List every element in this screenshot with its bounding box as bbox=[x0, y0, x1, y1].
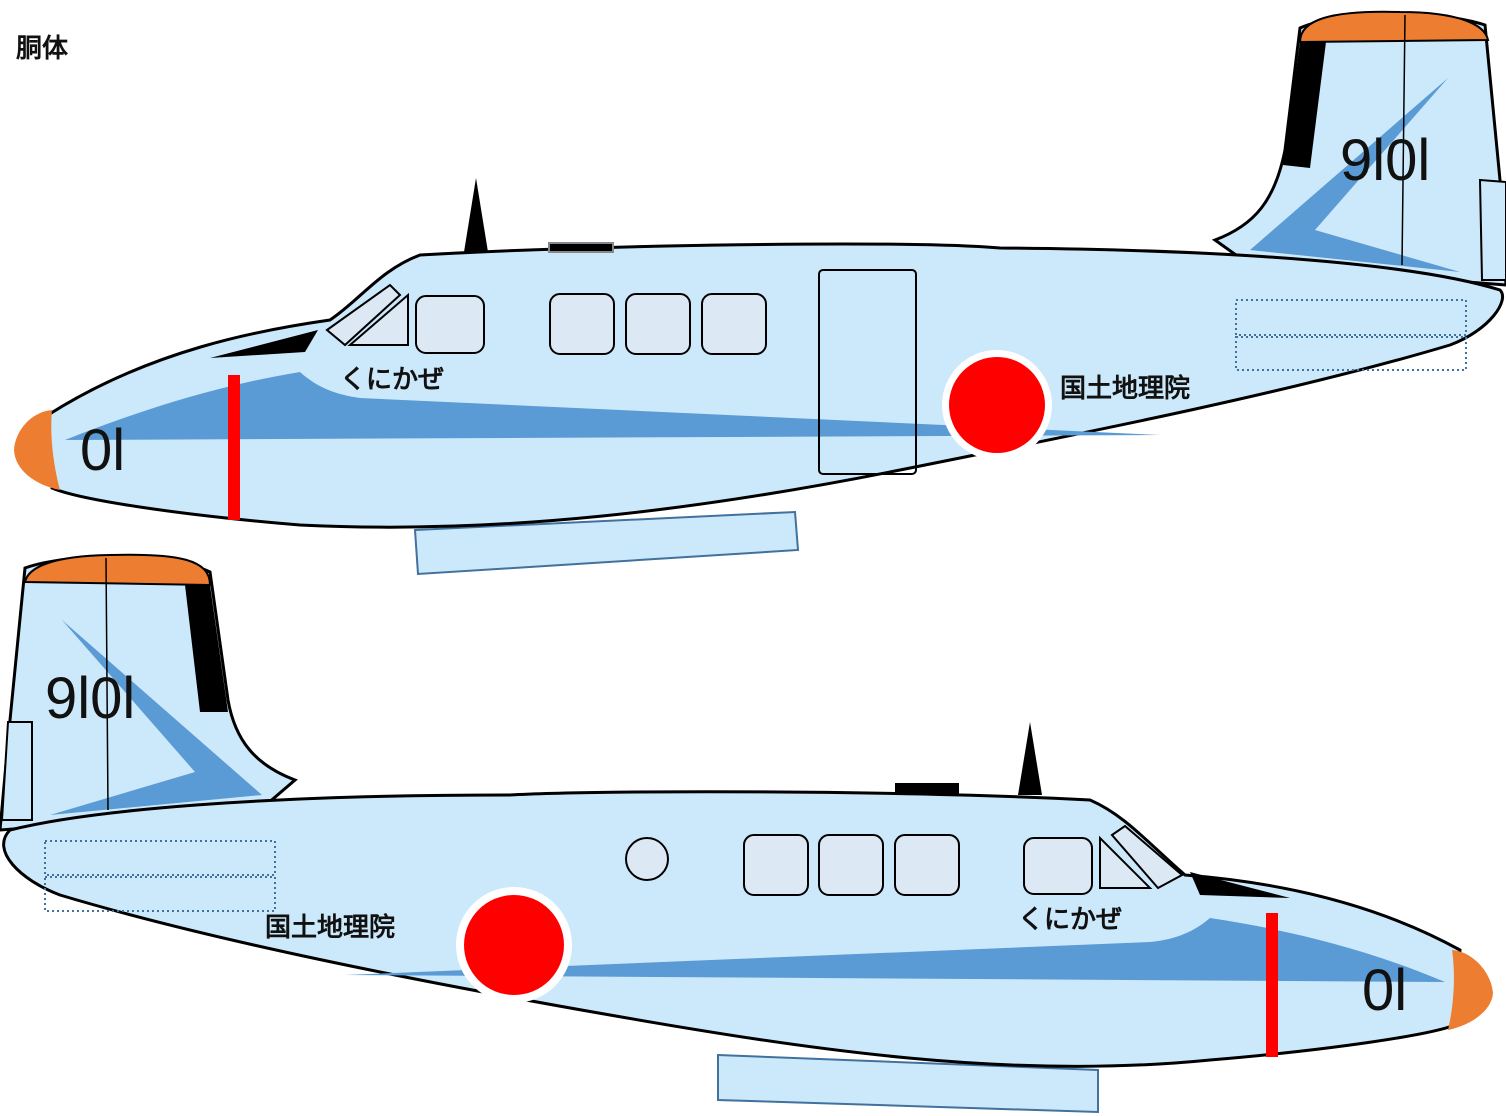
tail-tab bbox=[0, 721, 33, 821]
agency-name: 国土地理院 bbox=[1060, 373, 1190, 404]
dotted-panel bbox=[1235, 299, 1467, 336]
hinomaru-red bbox=[464, 895, 564, 995]
dotted-panel bbox=[1235, 336, 1467, 371]
tail-number: 9l0l bbox=[45, 666, 135, 731]
aircraft-name: くにかぜ bbox=[1018, 905, 1122, 935]
roof-hatch bbox=[548, 242, 614, 253]
fuselage-stripe bbox=[65, 372, 1160, 440]
nose-cone bbox=[1448, 950, 1493, 1030]
fuselage bbox=[2, 790, 1462, 1068]
cabin-window bbox=[818, 834, 884, 896]
cockpit-window bbox=[325, 283, 402, 347]
cabin-window bbox=[625, 293, 691, 355]
anti-glare-panel bbox=[210, 330, 318, 358]
tail-cap bbox=[23, 553, 212, 587]
dotted-panel bbox=[44, 876, 276, 912]
agency-name: 国土地理院 bbox=[265, 912, 395, 943]
cabin-window bbox=[743, 834, 809, 896]
antenna bbox=[464, 178, 488, 252]
aircraft-name: くにかぜ bbox=[340, 365, 444, 395]
hinomaru-red bbox=[949, 357, 1045, 453]
tail-cap bbox=[1298, 10, 1490, 44]
tail-swoosh bbox=[50, 620, 262, 815]
porthole bbox=[625, 837, 669, 881]
cockpit-window-2 bbox=[347, 292, 409, 346]
cabin-window bbox=[1023, 837, 1093, 895]
propeller-line bbox=[1266, 913, 1278, 1057]
ventral-pod bbox=[413, 510, 800, 576]
dotted-panel bbox=[44, 840, 276, 876]
rudder-black-strip bbox=[1283, 42, 1326, 168]
cockpit-window bbox=[1110, 824, 1184, 890]
cabin-door bbox=[818, 269, 917, 475]
nose-cone bbox=[14, 410, 60, 490]
nose-number: 0l bbox=[80, 418, 125, 483]
nose-number: 0l bbox=[1362, 958, 1407, 1023]
aircraft-top: 9l0l 0l くにかぜ 国土地理院 bbox=[14, 10, 1506, 576]
cabin-window bbox=[415, 295, 485, 354]
ventral-pod bbox=[717, 1053, 1099, 1114]
aircraft-bottom: 9l0l 0l くにかぜ 国土地理院 bbox=[0, 553, 1493, 1114]
cabin-window bbox=[894, 834, 960, 896]
tail-number: 9l0l bbox=[1340, 128, 1430, 193]
cabin-window bbox=[549, 293, 615, 355]
rudder-hinge bbox=[1401, 14, 1406, 266]
antenna bbox=[1018, 722, 1042, 795]
fuselage bbox=[46, 242, 1504, 529]
anti-glare-panel bbox=[1190, 872, 1290, 898]
rudder-black-strip bbox=[185, 585, 228, 712]
cockpit-window-2 bbox=[1099, 835, 1153, 889]
rudder-hinge bbox=[105, 557, 109, 811]
propeller-line bbox=[228, 375, 240, 520]
roof-hatch bbox=[895, 783, 959, 795]
cabin-window bbox=[701, 293, 767, 355]
fuselage-stripe bbox=[345, 918, 1445, 982]
tail-swoosh bbox=[1250, 78, 1460, 272]
tail-tab bbox=[1478, 178, 1506, 281]
page-title: 胴体 bbox=[16, 34, 69, 64]
